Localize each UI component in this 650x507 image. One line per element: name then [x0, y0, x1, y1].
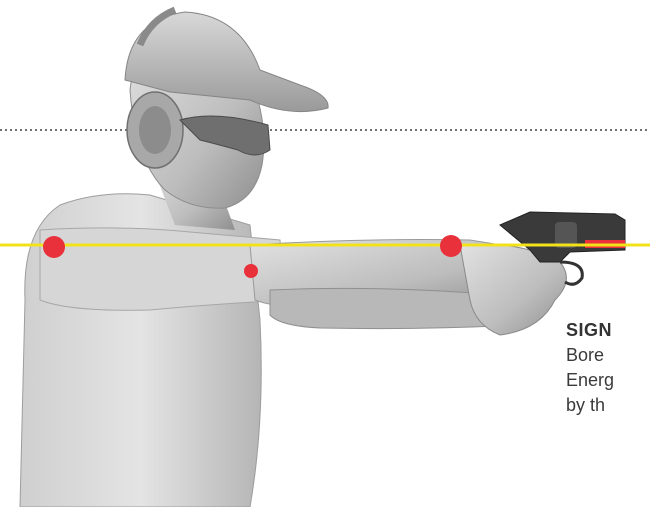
shoulder-marker [43, 236, 65, 258]
caption-line: Energ [566, 368, 650, 393]
caption-block: SIGN Bore Energ by th [566, 318, 650, 418]
wrist-marker [440, 235, 462, 257]
caption-line: Bore [566, 343, 650, 368]
elbow-marker [244, 264, 258, 278]
caption-heading: SIGN [566, 318, 650, 343]
caption-line: by th [566, 393, 650, 418]
